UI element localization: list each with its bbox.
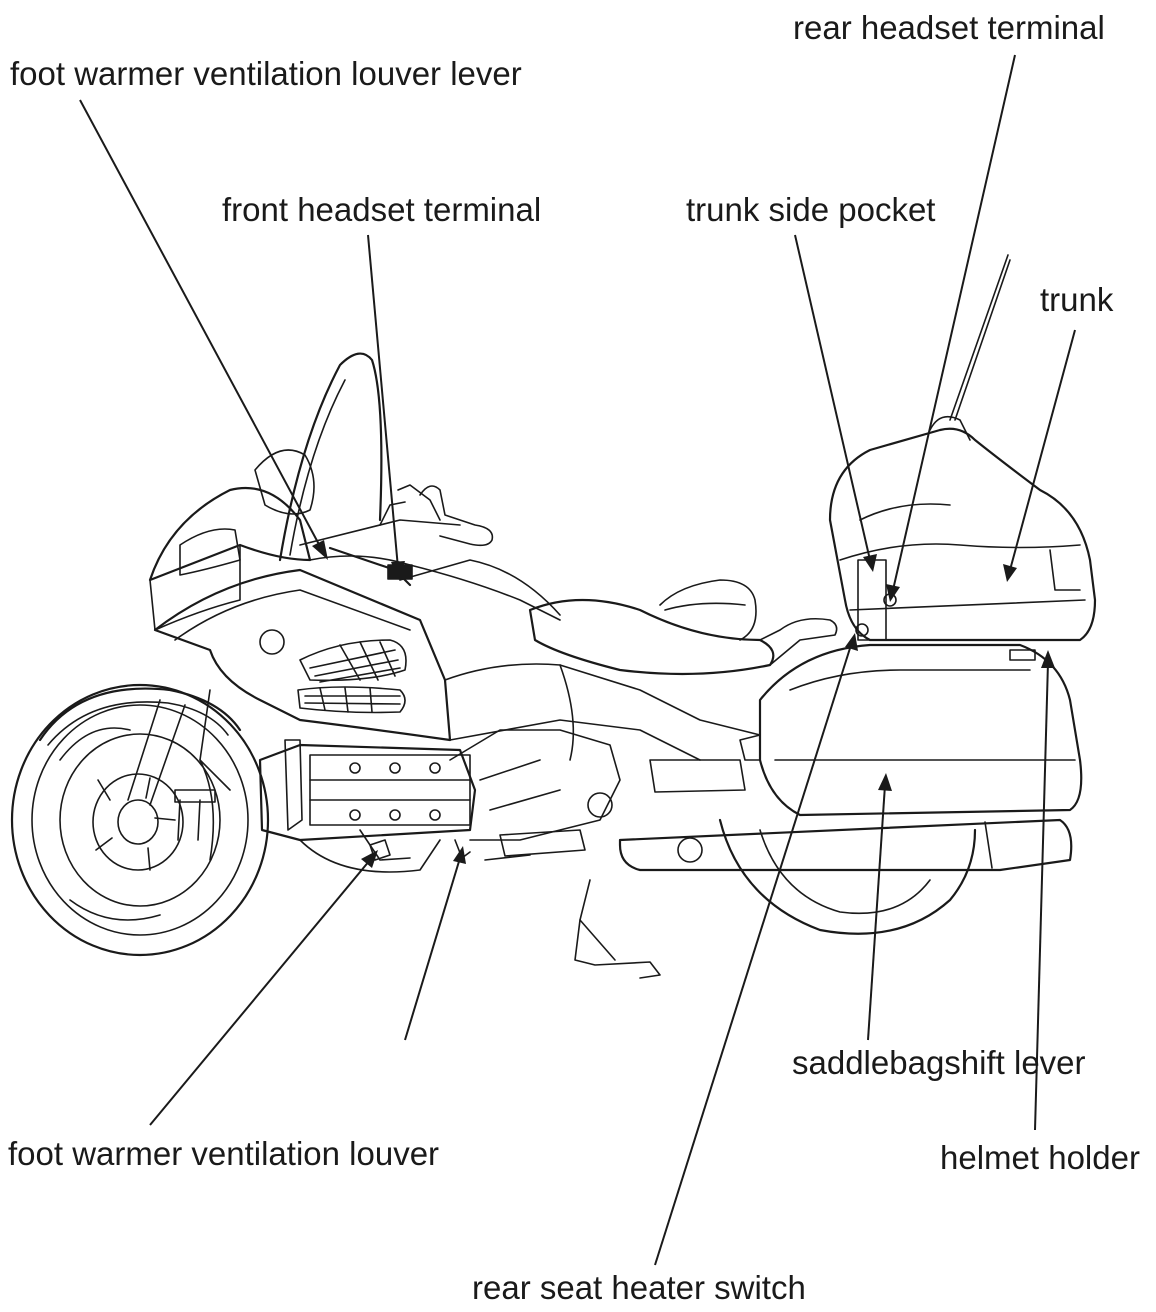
label-front-headset-terminal: front headset terminal	[222, 191, 542, 228]
label-rear-headset-terminal: rear headset terminal	[793, 9, 1105, 46]
label-helmet-holder: helmet holder	[940, 1139, 1140, 1176]
label-foot-warmer-louver: foot warmer ventilation louver	[8, 1135, 440, 1172]
leader-lines	[79, 54, 1076, 1266]
label-saddlebag-shift-lever: saddlebagshift lever	[792, 1044, 1086, 1081]
label-foot-warmer-lever: foot warmer ventilation louver lever	[10, 55, 522, 92]
front-wheel	[10, 683, 270, 957]
label-rear-seat-heater-switch: rear seat heater switch	[472, 1269, 806, 1306]
label-trunk-side-pocket: trunk side pocket	[686, 191, 936, 228]
label-trunk: trunk	[1040, 281, 1114, 318]
